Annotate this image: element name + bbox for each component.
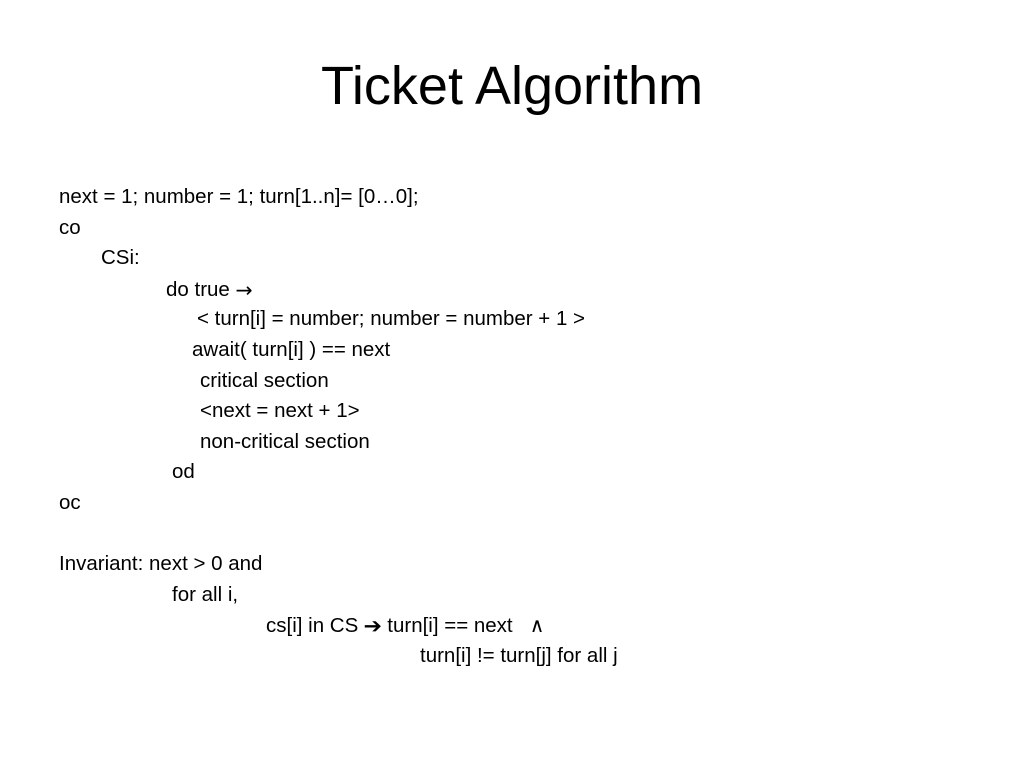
code-line: od [59,457,999,488]
code-line: CSi: [59,243,999,274]
code-line: co [59,213,999,244]
code-line-text: do true [166,277,236,301]
code-line: await( turn[i] ) == next [59,335,999,366]
right-arrow-icon: → [235,277,253,302]
code-line-text-tail: turn[i] == next [381,614,530,638]
code-line-text: critical section [200,368,329,392]
bold-right-arrow-icon: ➔ [363,614,383,639]
code-line-text: od [172,460,195,484]
code-line-text: non-critical section [200,429,370,453]
page-title: Ticket Algorithm [320,56,704,116]
code-line-text: <next = next + 1> [200,399,360,423]
code-line-text: cs[i] in CS [266,614,364,638]
code-line: do true → [59,274,999,305]
code-line: cs[i] in CS ➔ turn[i] == next ∧ [59,610,999,641]
code-line-text: for all i, [172,582,239,606]
code-line: for all i, [59,580,999,611]
code-line: next = 1; number = 1; turn[1..n]= [0…0]; [59,182,999,213]
code-line: < turn[i] = number; number = number + 1 … [59,304,999,335]
code-line-text: next = 1; number = 1; turn[1..n]= [0…0]; [59,185,419,208]
code-line-text: oc [59,490,81,514]
code-line: non-critical section [59,427,999,458]
code-line: oc [59,488,999,519]
code-line-text: < turn[i] = number; number = number + 1 … [197,307,586,331]
code-line-text: await( turn[i] ) == next [192,337,391,361]
code-line: turn[i] != turn[j] for all j [59,641,999,672]
code-line: Invariant: next > 0 and [59,549,999,580]
code-line: <next = next + 1> [59,396,999,427]
algorithm-code-block: next = 1; number = 1; turn[1..n]= [0…0];… [59,182,999,672]
code-line-text: CSi: [101,246,140,270]
code-line: critical section [59,366,999,397]
code-line-text: turn[i] != turn[j] for all j [420,643,618,667]
code-line-text: co [59,215,81,239]
code-line-text: Invariant: next > 0 and [59,552,263,576]
logical-and-icon: ∧ [529,613,545,638]
code-line-blank [59,519,999,550]
